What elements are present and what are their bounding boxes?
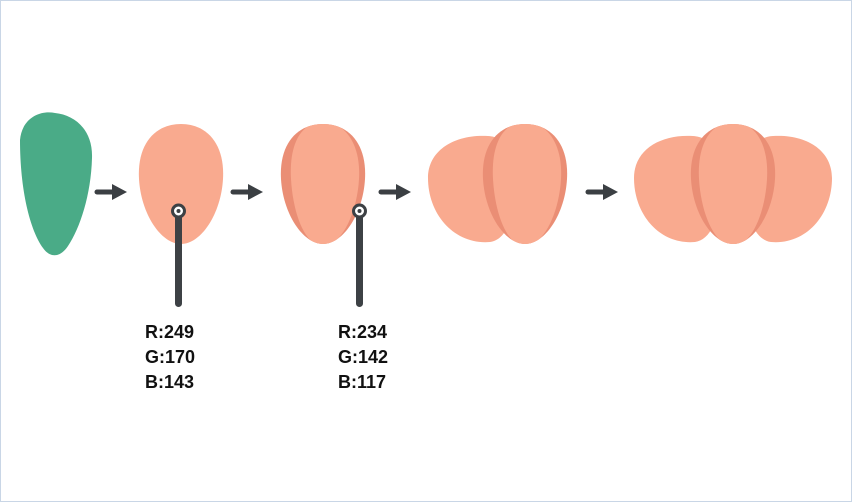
blue-value: B:117	[338, 372, 387, 392]
arrow-right-icon	[585, 184, 618, 200]
blue-value: B:143	[145, 372, 195, 392]
arrow-right-icon	[378, 184, 411, 200]
color-readout-shade: R:234 G:142 B:117	[338, 320, 388, 395]
green-value: G:142	[338, 347, 389, 367]
red-value: R:234	[338, 322, 388, 342]
red-value: R:249	[145, 322, 195, 342]
color-picker-pointer-icon	[171, 203, 186, 307]
green-petal-shape	[20, 112, 93, 256]
green-value: G:170	[145, 347, 196, 367]
color-picker-pointer-icon	[352, 203, 367, 307]
color-readout-base: R:249 G:170 B:143	[145, 320, 195, 395]
arrow-right-icon	[230, 184, 263, 200]
two-petal-shape	[428, 124, 568, 244]
shaded-petal-shape	[280, 124, 366, 244]
three-petal-shape	[634, 124, 832, 244]
arrow-right-icon	[94, 184, 127, 200]
